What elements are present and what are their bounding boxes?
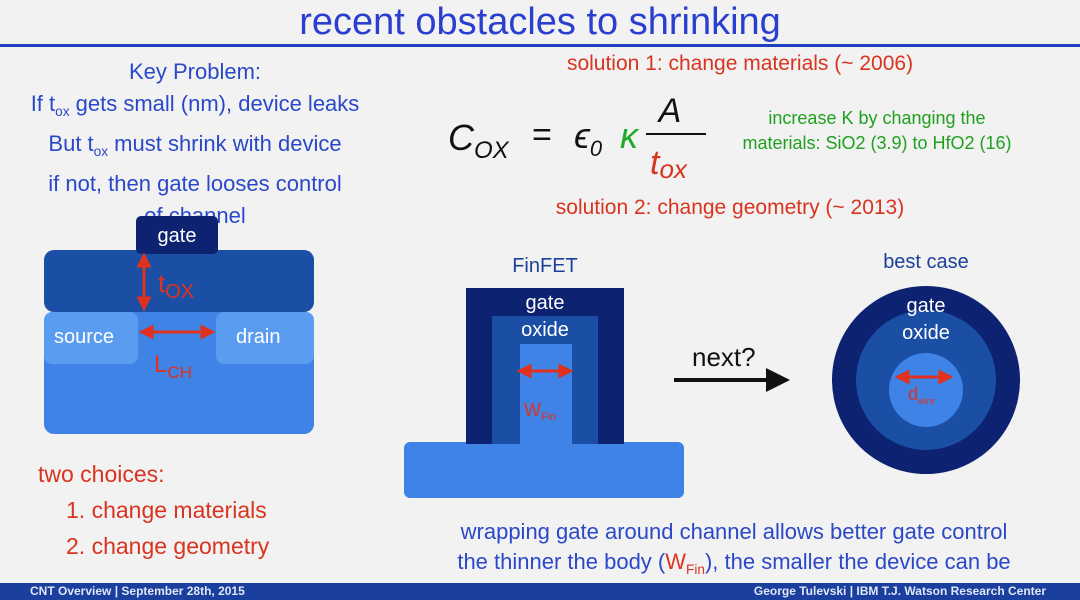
next-arrow: next? bbox=[674, 342, 790, 392]
tox-label: tOX bbox=[158, 268, 194, 303]
key-problem-line-3: if not, then gate looses control bbox=[48, 170, 342, 196]
gate-label: gate bbox=[158, 225, 197, 247]
next-arrow-head bbox=[766, 368, 790, 392]
choice-item-1: 1. change materials bbox=[66, 497, 267, 523]
lch-label: LCH bbox=[154, 351, 192, 382]
material-note-line-2: materials: SiO2 (3.9) to HfO2 (16) bbox=[742, 133, 1012, 153]
mosfet-diagram: gate tOX source drain LCH bbox=[44, 216, 314, 434]
material-note: increase K by changing the materials: Si… bbox=[712, 106, 1042, 156]
capacitance-formula: COX = ϵ0 κ A tox bbox=[448, 92, 706, 184]
choice-item-2: 2. change geometry bbox=[66, 533, 270, 559]
finfet-diagram: FinFET gate oxide WFin bbox=[404, 255, 684, 498]
choices-heading: two choices: bbox=[38, 461, 165, 487]
best-case-label: best case bbox=[883, 251, 969, 273]
choices-list: two choices: 1. change materials 2. chan… bbox=[38, 456, 269, 564]
summary-text: wrapping gate around channel allows bett… bbox=[414, 517, 1054, 585]
formula-epsilon: ϵ0 bbox=[574, 115, 603, 161]
formula-equals: = bbox=[532, 116, 552, 154]
key-problem-text: Key Problem: If tox gets small (nm), dev… bbox=[0, 56, 390, 232]
nanowire-gate-label: gate bbox=[907, 295, 946, 317]
summary-line-1: wrapping gate around channel allows bett… bbox=[460, 519, 1008, 544]
drain-label: drain bbox=[236, 326, 280, 348]
footer-left-text: CNT Overview | September 28th, 2015 bbox=[30, 584, 245, 598]
finfet-oxide-label: oxide bbox=[521, 319, 569, 341]
slide-title: recent obstacles to shrinking bbox=[299, 1, 781, 43]
nanowire-diagram: best case gate oxide dwire bbox=[832, 251, 1020, 474]
drain-region bbox=[216, 312, 314, 364]
footer-right-text: George Tulevski | IBM T.J. Watson Resear… bbox=[753, 584, 1046, 598]
key-problem-line-1: If tox gets small (nm), device leaks bbox=[30, 91, 360, 119]
key-problem-line-2: But tox must shrink with device bbox=[48, 130, 342, 159]
solution-1-text: solution 1: change materials (~ 2006) bbox=[566, 52, 914, 75]
solution-2-text: solution 2: change geometry (~ 2013) bbox=[555, 196, 905, 219]
dwire-label: dwire bbox=[908, 384, 935, 406]
gate-oxide-layer bbox=[44, 250, 314, 312]
next-label: next? bbox=[692, 342, 756, 372]
nanowire-core bbox=[889, 353, 963, 427]
finfet-fin bbox=[520, 344, 572, 444]
finfet-label: FinFET bbox=[512, 255, 578, 277]
formula-denominator: tox bbox=[650, 144, 688, 184]
source-label: source bbox=[54, 326, 114, 348]
gate-block bbox=[136, 216, 218, 254]
finfet-substrate bbox=[404, 442, 684, 498]
formula-kappa: κ bbox=[620, 115, 640, 156]
formula-lhs: COX bbox=[448, 117, 510, 164]
wfin-label: WFin bbox=[524, 400, 556, 423]
footer-bar: CNT Overview | September 28th, 2015 Geor… bbox=[0, 583, 1080, 600]
title-underline bbox=[0, 44, 1080, 47]
formula-numerator: A bbox=[657, 92, 682, 130]
key-problem-heading: Key Problem: bbox=[128, 59, 262, 84]
source-region bbox=[44, 312, 138, 364]
material-note-line-1: increase K by changing the bbox=[768, 108, 986, 128]
nanowire-oxide-label: oxide bbox=[902, 322, 950, 344]
summary-line-2: the thinner the body (WFin), the smaller… bbox=[457, 549, 1011, 577]
finfet-gate-label: gate bbox=[526, 292, 565, 314]
